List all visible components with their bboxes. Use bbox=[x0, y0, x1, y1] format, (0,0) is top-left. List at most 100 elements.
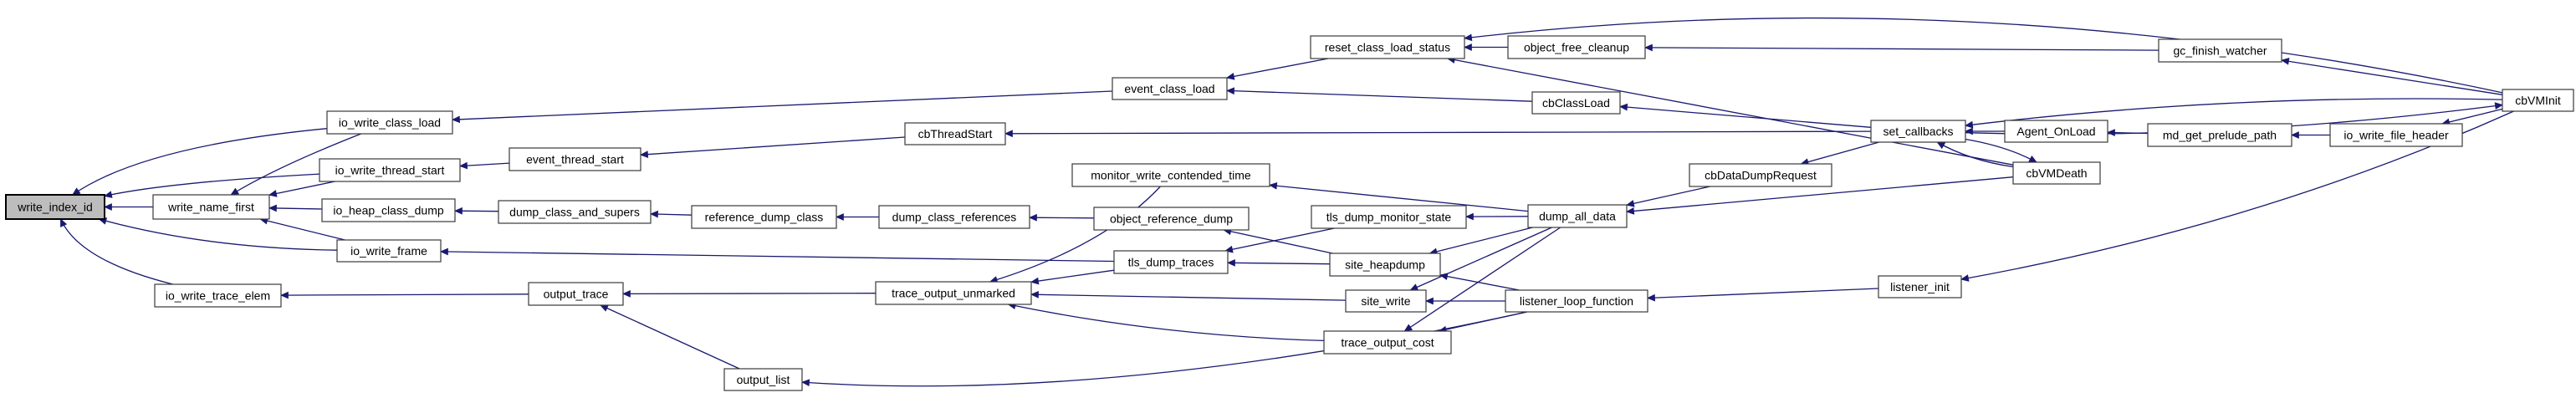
node-cbThreadStart[interactable]: cbThreadStart bbox=[904, 122, 1006, 145]
edge-dump_all_data-to-site_write bbox=[1409, 227, 1552, 291]
node-trace_output_cost[interactable]: trace_output_cost bbox=[1323, 330, 1452, 355]
node-dump_class_references[interactable]: dump_class_references bbox=[878, 205, 1030, 229]
node-monitor_write_contended_time[interactable]: monitor_write_contended_time bbox=[1071, 163, 1270, 187]
node-cbVMDeath[interactable]: cbVMDeath bbox=[2012, 161, 2101, 185]
node-io_write_thread_start[interactable]: io_write_thread_start bbox=[319, 158, 461, 182]
node-write_name_first[interactable]: write_name_first bbox=[152, 194, 270, 220]
node-box-io_write_frame[interactable] bbox=[336, 239, 442, 263]
node-box-listener_init[interactable] bbox=[1878, 275, 1962, 298]
node-tls_dump_traces[interactable]: tls_dump_traces bbox=[1113, 250, 1229, 274]
node-box-tls_dump_monitor_state[interactable] bbox=[1311, 205, 1467, 229]
node-box-md_get_prelude_path[interactable] bbox=[2147, 123, 2292, 147]
node-set_callbacks[interactable]: set_callbacks bbox=[1870, 120, 1966, 143]
edge-dump_all_data-to-trace_output_cost bbox=[1403, 227, 1561, 332]
node-label-reset_class_load_status: reset_class_load_status bbox=[1325, 41, 1450, 54]
node-box-write_index_id[interactable] bbox=[5, 194, 105, 220]
node-label-cbDataDumpRequest: cbDataDumpRequest bbox=[1705, 169, 1817, 182]
node-box-object_free_cleanup[interactable] bbox=[1507, 35, 1646, 59]
node-object_free_cleanup[interactable]: object_free_cleanup bbox=[1507, 35, 1646, 59]
node-box-event_class_load[interactable] bbox=[1112, 77, 1228, 100]
edge-trace_output_cost-to-trace_output_unmarked bbox=[1007, 302, 1325, 342]
edge-set_callbacks-to-cbThreadStart bbox=[1004, 130, 1872, 138]
node-io_write_frame[interactable]: io_write_frame bbox=[336, 239, 442, 263]
node-object_reference_dump[interactable]: object_reference_dump bbox=[1093, 207, 1250, 231]
node-event_thread_start[interactable]: event_thread_start bbox=[509, 147, 641, 171]
node-box-io_write_thread_start[interactable] bbox=[319, 158, 461, 182]
node-box-cbVMInit[interactable] bbox=[2502, 89, 2574, 112]
node-label-cbVMInit: cbVMInit bbox=[2515, 94, 2561, 107]
node-box-write_name_first[interactable] bbox=[152, 194, 270, 220]
node-label-io_write_frame: io_write_frame bbox=[350, 244, 427, 258]
node-label-listener_init: listener_init bbox=[1890, 280, 1950, 293]
node-box-io_write_trace_elem[interactable] bbox=[154, 283, 282, 308]
node-output_trace[interactable]: output_trace bbox=[528, 282, 624, 306]
node-box-site_heapdump[interactable] bbox=[1329, 253, 1441, 277]
edge-io_write_frame-to-write_index_id bbox=[98, 217, 338, 251]
node-box-dump_class_references[interactable] bbox=[878, 205, 1030, 229]
node-box-cbThreadStart[interactable] bbox=[904, 122, 1006, 145]
node-box-reference_dump_class[interactable] bbox=[691, 205, 837, 229]
node-label-dump_all_data: dump_all_data bbox=[1539, 210, 1616, 223]
node-cbClassLoad[interactable]: cbClassLoad bbox=[1531, 91, 1621, 115]
edge-monitor_write_contended_time-to-trace_output_unmarked bbox=[989, 186, 1161, 283]
node-box-cbClassLoad[interactable] bbox=[1531, 91, 1621, 115]
node-site_write[interactable]: site_write bbox=[1345, 289, 1427, 313]
node-trace_output_unmarked[interactable]: trace_output_unmarked bbox=[875, 281, 1032, 305]
node-box-Agent_OnLoad[interactable] bbox=[2004, 120, 2108, 143]
node-box-tls_dump_traces[interactable] bbox=[1113, 250, 1229, 274]
node-box-trace_output_unmarked[interactable] bbox=[875, 281, 1032, 305]
node-box-gc_finish_watcher[interactable] bbox=[2158, 38, 2282, 63]
node-box-trace_output_cost[interactable] bbox=[1323, 330, 1452, 355]
node-listener_init[interactable]: listener_init bbox=[1878, 275, 1962, 298]
node-box-monitor_write_contended_time[interactable] bbox=[1071, 163, 1270, 187]
edge-output_trace-to-io_write_trace_elem bbox=[279, 291, 529, 299]
node-io_write_class_load[interactable]: io_write_class_load bbox=[326, 110, 453, 135]
node-listener_loop_function[interactable]: listener_loop_function bbox=[1505, 289, 1648, 313]
node-label-event_thread_start: event_thread_start bbox=[526, 153, 624, 166]
node-box-dump_class_and_supers[interactable] bbox=[498, 200, 652, 224]
node-cbDataDumpRequest[interactable]: cbDataDumpRequest bbox=[1689, 163, 1832, 187]
node-event_class_load[interactable]: event_class_load bbox=[1112, 77, 1228, 100]
node-box-set_callbacks[interactable] bbox=[1870, 120, 1966, 143]
node-label-site_write: site_write bbox=[1361, 294, 1410, 308]
node-label-gc_finish_watcher: gc_finish_watcher bbox=[2173, 44, 2267, 58]
node-reference_dump_class[interactable]: reference_dump_class bbox=[691, 205, 837, 229]
node-box-cbVMDeath[interactable] bbox=[2012, 161, 2101, 185]
edge-tls_dump_monitor_state-to-tls_dump_traces bbox=[1224, 227, 1335, 253]
node-box-site_write[interactable] bbox=[1345, 289, 1427, 313]
node-box-io_heap_class_dump[interactable] bbox=[321, 198, 456, 222]
node-Agent_OnLoad[interactable]: Agent_OnLoad bbox=[2004, 120, 2108, 143]
node-site_heapdump[interactable]: site_heapdump bbox=[1329, 253, 1441, 277]
node-dump_class_and_supers[interactable]: dump_class_and_supers bbox=[498, 200, 652, 224]
node-label-io_write_thread_start: io_write_thread_start bbox=[335, 164, 445, 177]
node-dump_all_data[interactable]: dump_all_data bbox=[1527, 204, 1628, 228]
node-io_heap_class_dump[interactable]: io_heap_class_dump bbox=[321, 198, 456, 222]
node-label-io_write_class_load: io_write_class_load bbox=[339, 116, 441, 130]
edge-dump_class_and_supers-to-io_heap_class_dump bbox=[453, 207, 499, 215]
node-box-io_write_file_header[interactable] bbox=[2329, 123, 2463, 147]
node-box-listener_loop_function[interactable] bbox=[1505, 289, 1648, 313]
node-io_write_file_header[interactable]: io_write_file_header bbox=[2329, 123, 2463, 147]
node-box-object_reference_dump[interactable] bbox=[1093, 207, 1250, 231]
node-box-output_list[interactable] bbox=[723, 368, 803, 391]
node-box-io_write_class_load[interactable] bbox=[326, 110, 453, 135]
edge-listener_loop_function-to-site_heapdump bbox=[1439, 273, 1520, 291]
node-box-reset_class_load_status[interactable] bbox=[1310, 35, 1465, 59]
node-box-output_trace[interactable] bbox=[528, 282, 624, 306]
node-gc_finish_watcher[interactable]: gc_finish_watcher bbox=[2158, 38, 2282, 63]
node-reset_class_load_status[interactable]: reset_class_load_status bbox=[1310, 35, 1465, 59]
edge-tls_dump_traces-to-trace_output_unmarked bbox=[1030, 269, 1115, 285]
edge-cbVMDeath-to-dump_all_data bbox=[1625, 176, 2014, 215]
node-output_list[interactable]: output_list bbox=[723, 368, 803, 391]
node-md_get_prelude_path[interactable]: md_get_prelude_path bbox=[2147, 123, 2292, 147]
node-io_write_trace_elem[interactable]: io_write_trace_elem bbox=[154, 283, 282, 308]
node-write_index_id[interactable]: write_index_id bbox=[5, 194, 105, 220]
node-cbVMInit[interactable]: cbVMInit bbox=[2502, 89, 2574, 112]
node-tls_dump_monitor_state[interactable]: tls_dump_monitor_state bbox=[1311, 205, 1467, 229]
edge-cbVMInit-to-set_callbacks bbox=[1964, 98, 2503, 129]
node-box-cbDataDumpRequest[interactable] bbox=[1689, 163, 1832, 187]
node-box-event_thread_start[interactable] bbox=[509, 147, 641, 171]
edge-output_list-to-output_trace bbox=[600, 304, 740, 370]
node-box-dump_all_data[interactable] bbox=[1527, 204, 1628, 228]
edge-cbClassLoad-to-event_class_load bbox=[1225, 87, 1533, 102]
